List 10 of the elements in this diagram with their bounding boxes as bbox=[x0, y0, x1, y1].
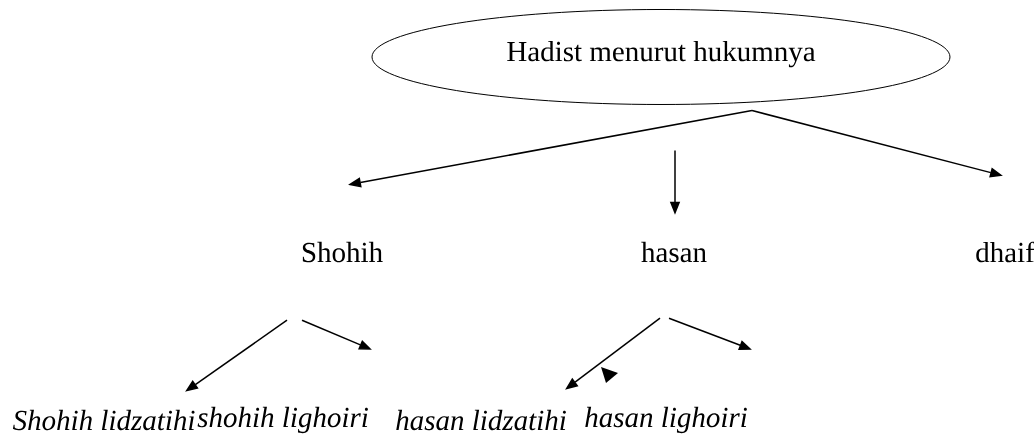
category-label: hasan lidzatihi bbox=[396, 409, 566, 431]
category-label: Shohih bbox=[302, 241, 383, 263]
category-label: hasan bbox=[641, 241, 707, 263]
category-label: hasan lighoiri bbox=[585, 406, 747, 434]
oval-node: Hadist menurut hukumnya bbox=[371, 9, 951, 105]
category-label: shohih lighoiri bbox=[197, 406, 368, 434]
category-label: dhaif bbox=[976, 241, 1034, 263]
arrow bbox=[185, 319, 288, 392]
category-label: Shohih lidzatihi bbox=[12, 409, 195, 431]
arrow bbox=[565, 317, 661, 390]
